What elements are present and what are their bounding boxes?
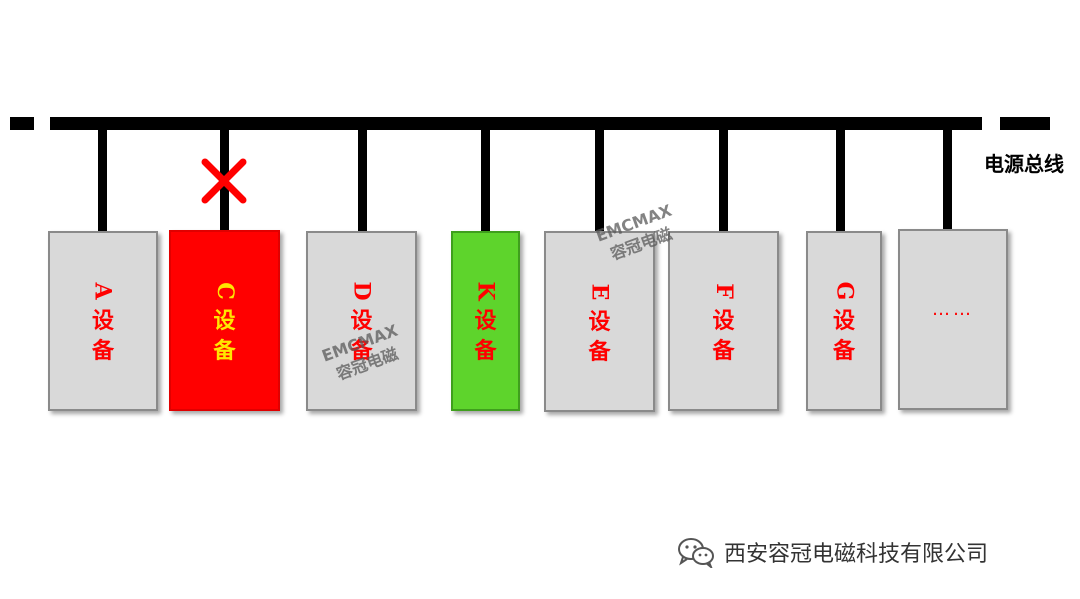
device-c-fault: C 设 备 (169, 230, 280, 411)
bus-segment-right (1000, 117, 1050, 130)
device-g: G 设 备 (806, 231, 882, 411)
device-k-active: K 设 备 (451, 231, 520, 411)
wechat-icon (678, 538, 714, 568)
device-e-label: E 设 备 (586, 283, 613, 365)
device-g-label: G 设 备 (830, 281, 857, 364)
power-bus-line (50, 117, 982, 130)
company-footer: 西安容冠电磁科技有限公司 (676, 536, 988, 568)
drop-line-g (836, 128, 845, 232)
device-d: D 设 备 (306, 231, 417, 411)
device-e: E 设 备 (544, 231, 655, 412)
device-d-label: D 设 备 (348, 281, 375, 364)
drop-line-more (943, 128, 952, 230)
device-more-ellipsis: …… (932, 299, 974, 320)
device-c-label: C 设 备 (211, 281, 238, 364)
device-k-label: K 设 备 (472, 281, 499, 364)
device-f-label: F 设 备 (710, 283, 737, 364)
device-a-label: A 设 备 (89, 282, 116, 364)
drop-line-d (358, 128, 367, 232)
bus-segment-left (10, 117, 34, 130)
device-f: F 设 备 (668, 231, 779, 411)
drop-line-f (719, 128, 728, 232)
device-a: A 设 备 (48, 231, 158, 411)
device-more: …… (898, 229, 1008, 410)
drop-line-a (98, 128, 107, 232)
drop-line-k (481, 128, 490, 232)
company-name: 西安容冠电磁科技有限公司 (724, 542, 989, 567)
bus-label: 电源总线 (984, 152, 1064, 176)
disconnect-x-icon (201, 158, 247, 204)
drop-line-e (595, 128, 604, 232)
